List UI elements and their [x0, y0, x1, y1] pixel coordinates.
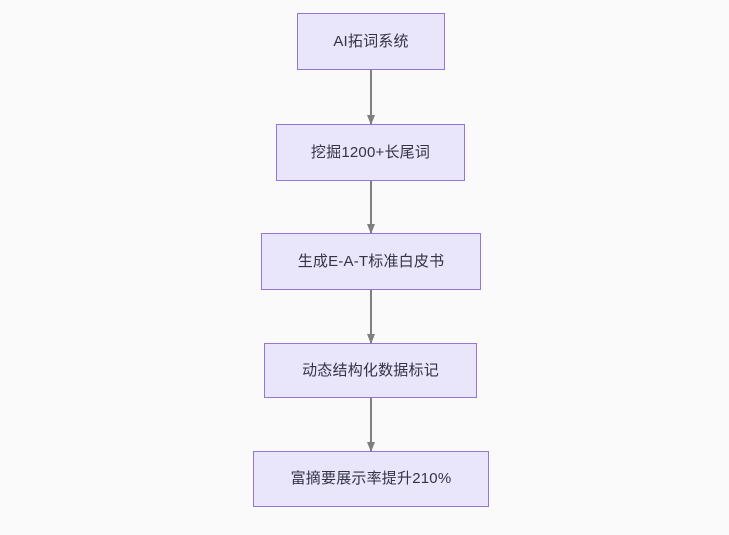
node-rich-snippet-uplift[interactable]: 富摘要展示率提升210% — [253, 451, 489, 507]
node-label: 挖掘1200+长尾词 — [310, 143, 431, 161]
node-dynamic-structured-data[interactable]: 动态结构化数据标记 — [264, 343, 477, 398]
node-label: 生成E-A-T标准白皮书 — [297, 252, 445, 270]
node-label: 动态结构化数据标记 — [302, 361, 439, 379]
node-ai-keyword-system[interactable]: AI拓词系统 — [297, 13, 445, 70]
node-label: AI拓词系统 — [333, 32, 409, 50]
node-mine-longtail-keywords[interactable]: 挖掘1200+长尾词 — [276, 124, 465, 181]
node-label: 富摘要展示率提升210% — [290, 470, 452, 487]
node-generate-eat-whitepaper[interactable]: 生成E-A-T标准白皮书 — [261, 233, 481, 290]
